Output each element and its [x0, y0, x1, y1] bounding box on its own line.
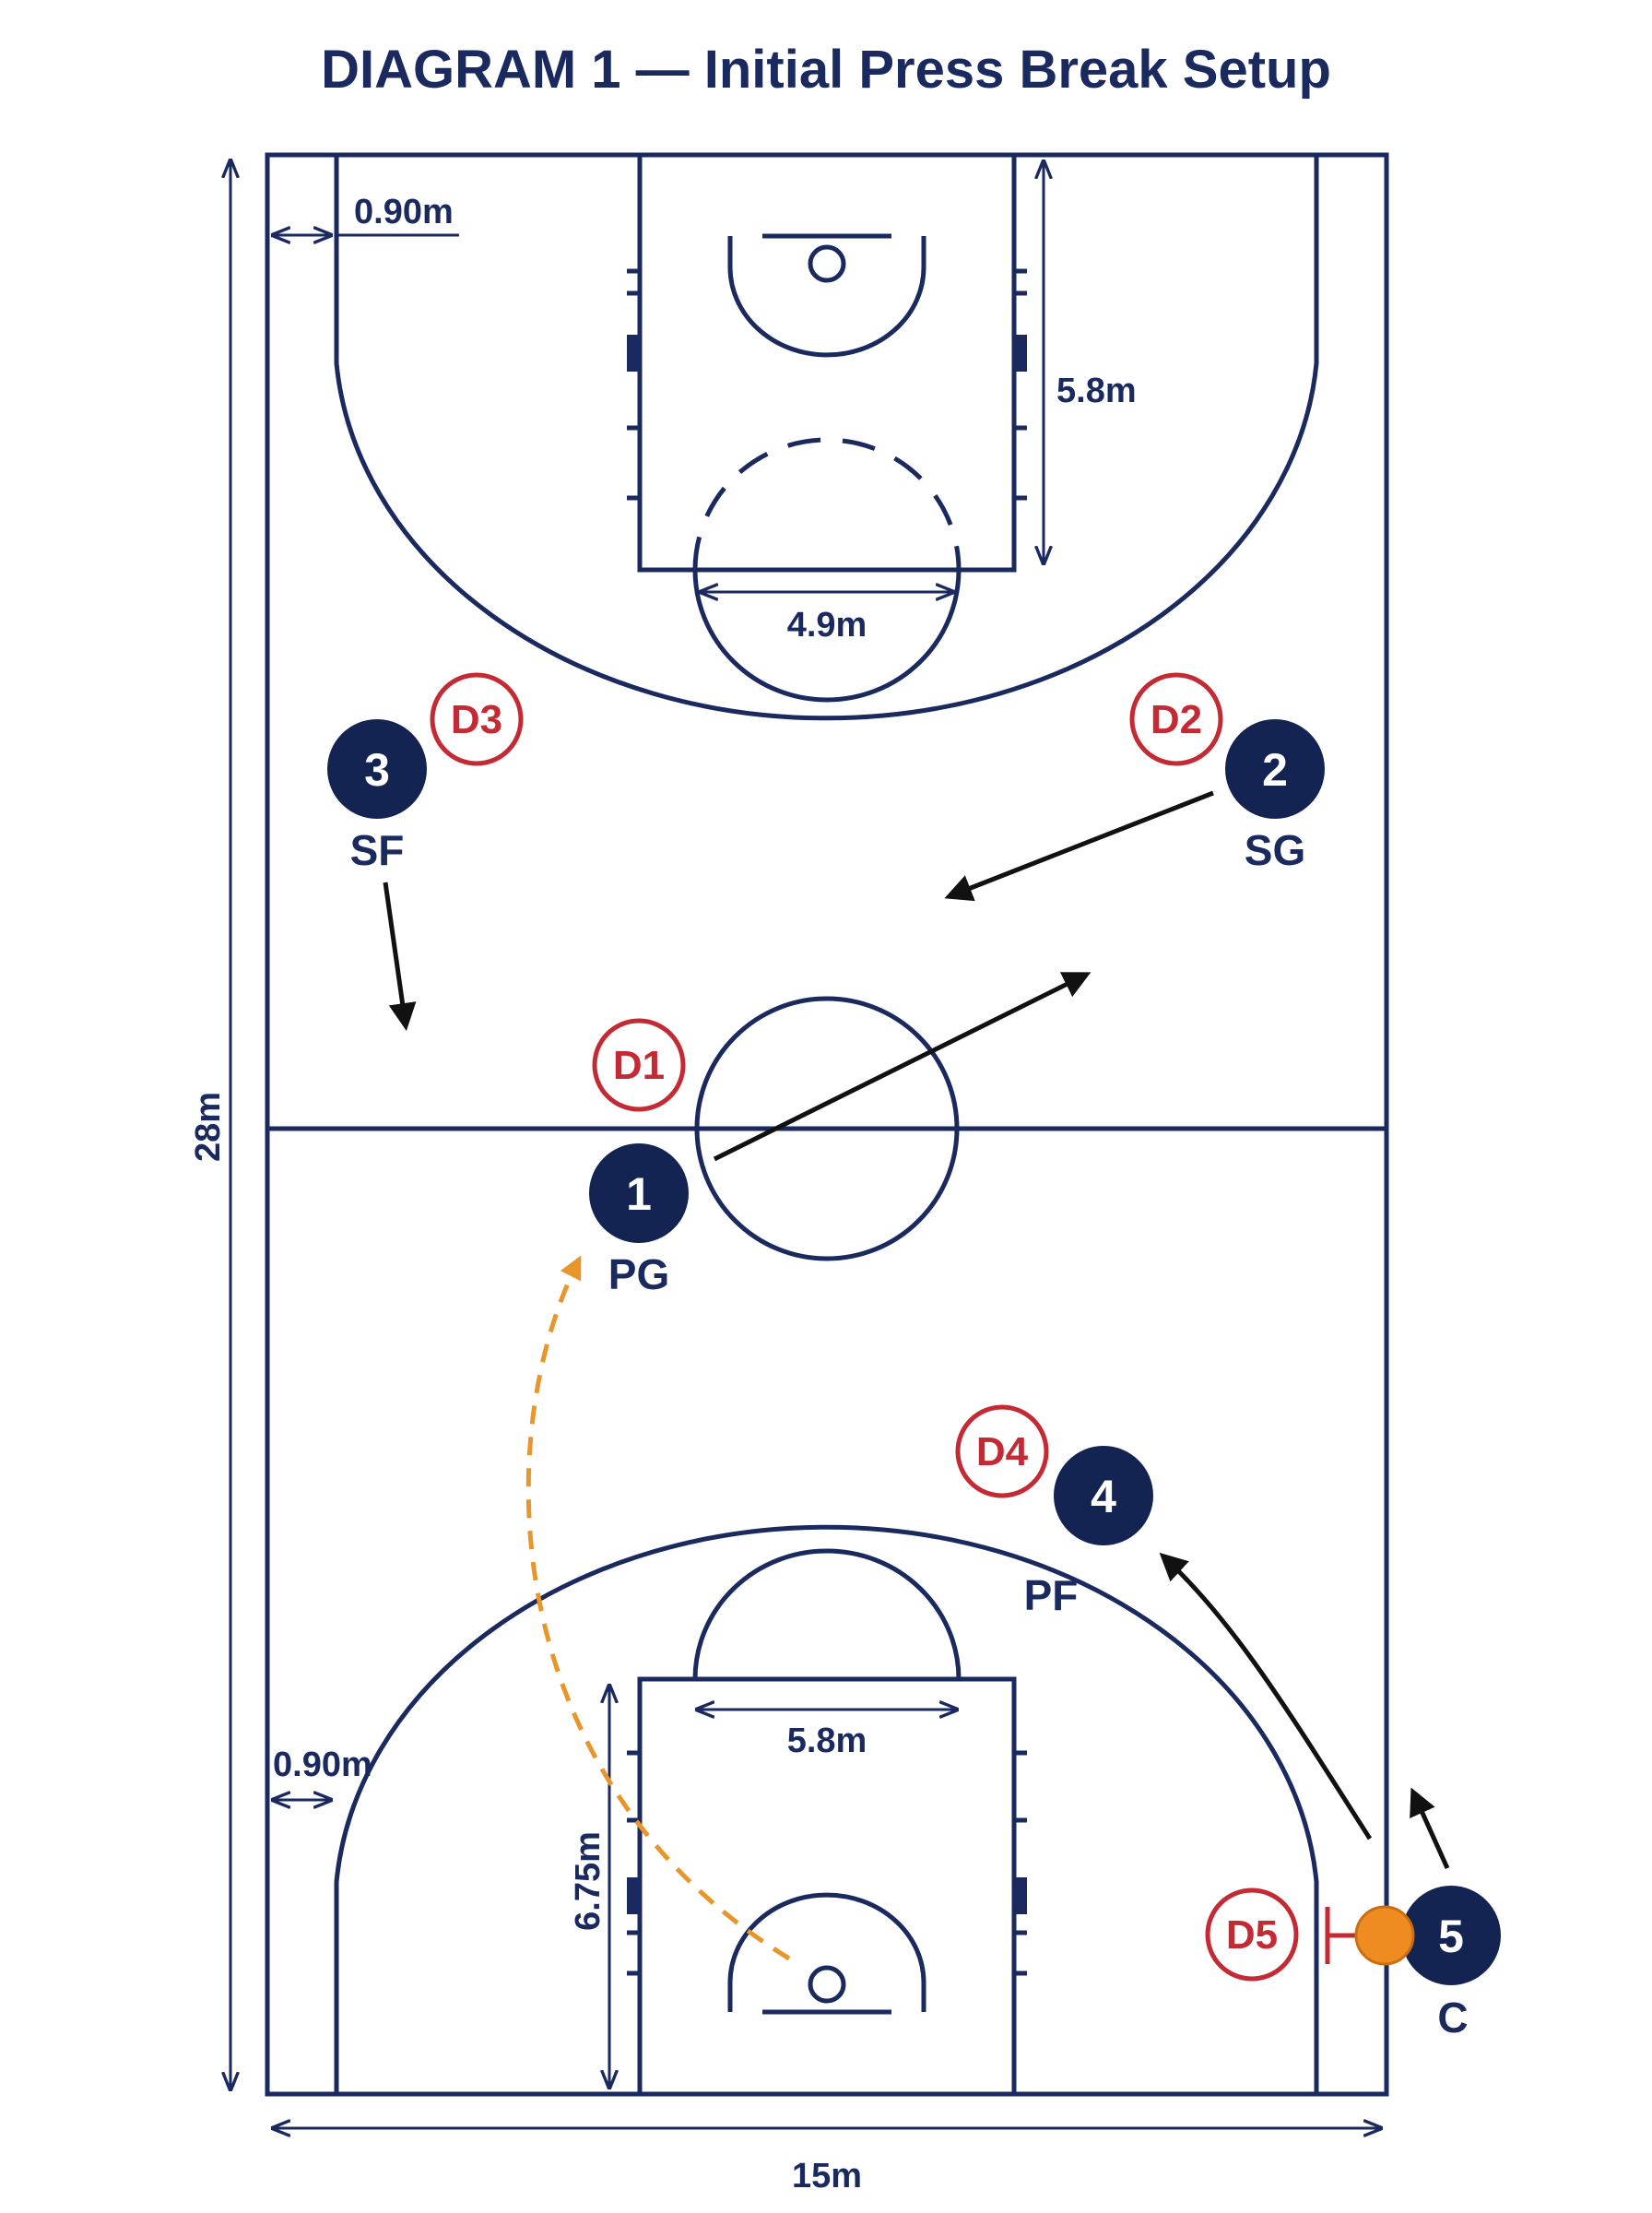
player-2-number: 2	[1262, 744, 1288, 796]
top-restricted-arc	[727, 236, 926, 358]
page-title: DIAGRAM 1 — Initial Press Break Setup	[321, 40, 1331, 100]
top-ft-circle-lower	[692, 569, 962, 703]
pass-arrow	[525, 1255, 791, 1961]
dim-court-length: 28m	[189, 1092, 228, 1162]
defender-d2: D2	[1129, 672, 1223, 766]
pf-route-arrow	[1159, 1552, 1373, 1840]
player-3-number: 3	[364, 744, 390, 796]
player-1-number: 1	[626, 1168, 652, 1220]
top-ft-circle-upper-dashed	[692, 437, 962, 571]
bottom-three-point-line	[334, 1524, 1319, 2094]
player-5: 5	[1401, 1886, 1501, 1985]
defender-d4: D4	[955, 1404, 1049, 1498]
dim-top-corner: 0.90m	[354, 193, 454, 231]
player-1-position: PG	[608, 1250, 669, 1298]
defender-d1: D1	[592, 1018, 686, 1112]
dim-bottom-lane-width: 5.8m	[787, 1722, 867, 1760]
player-5-number: 5	[1438, 1911, 1464, 1962]
player-2-position: SG	[1245, 826, 1305, 874]
dim-top-circle-width: 4.9m	[787, 606, 867, 645]
defender-d2-label: D2	[1150, 697, 1202, 742]
player-1: 1	[589, 1143, 689, 1243]
sg-cut-arrow	[944, 790, 1214, 902]
c-flash-arrow	[1410, 1787, 1450, 1870]
dim-bottom-corner: 0.90m	[273, 1746, 372, 1784]
defender-d1-label: D1	[613, 1043, 665, 1088]
dim-bottom-lane-length: 6.75m	[569, 1831, 608, 1931]
player-3: 3	[327, 719, 427, 819]
basketball	[1354, 1905, 1415, 1966]
bottom-ft-circle	[692, 1548, 962, 1680]
player-5-position: C	[1437, 1994, 1468, 2041]
bottom-lane-marks	[627, 1750, 1027, 1976]
dim-court-width: 15m	[792, 2157, 862, 2195]
top-three-point-line	[334, 155, 1319, 721]
defender-d5: D5	[1205, 1888, 1299, 1982]
player-4-number: 4	[1091, 1471, 1116, 1522]
bottom-restricted-arc	[727, 1892, 926, 2012]
top-lane	[637, 152, 1017, 573]
center-circle	[694, 996, 960, 1261]
dim-top-lane-length: 5.8m	[1056, 372, 1137, 410]
defender-d5-label: D5	[1226, 1912, 1278, 1958]
pg-cut-arrow	[713, 972, 1092, 1162]
top-lane-marks	[627, 268, 1027, 501]
sf-cut-arrow	[383, 882, 417, 1031]
defender-d3-label: D3	[451, 697, 502, 742]
player-2: 2	[1225, 719, 1325, 819]
bottom-hoop	[808, 1965, 846, 2004]
defender-d3: D3	[430, 672, 524, 766]
player-3-position: SF	[350, 826, 405, 874]
top-hoop	[808, 244, 846, 283]
defender-d4-label: D4	[976, 1429, 1029, 1474]
court-boundary	[265, 152, 1389, 2097]
player-4: 4	[1054, 1446, 1153, 1545]
player-4-position: PF	[1024, 1571, 1079, 1619]
